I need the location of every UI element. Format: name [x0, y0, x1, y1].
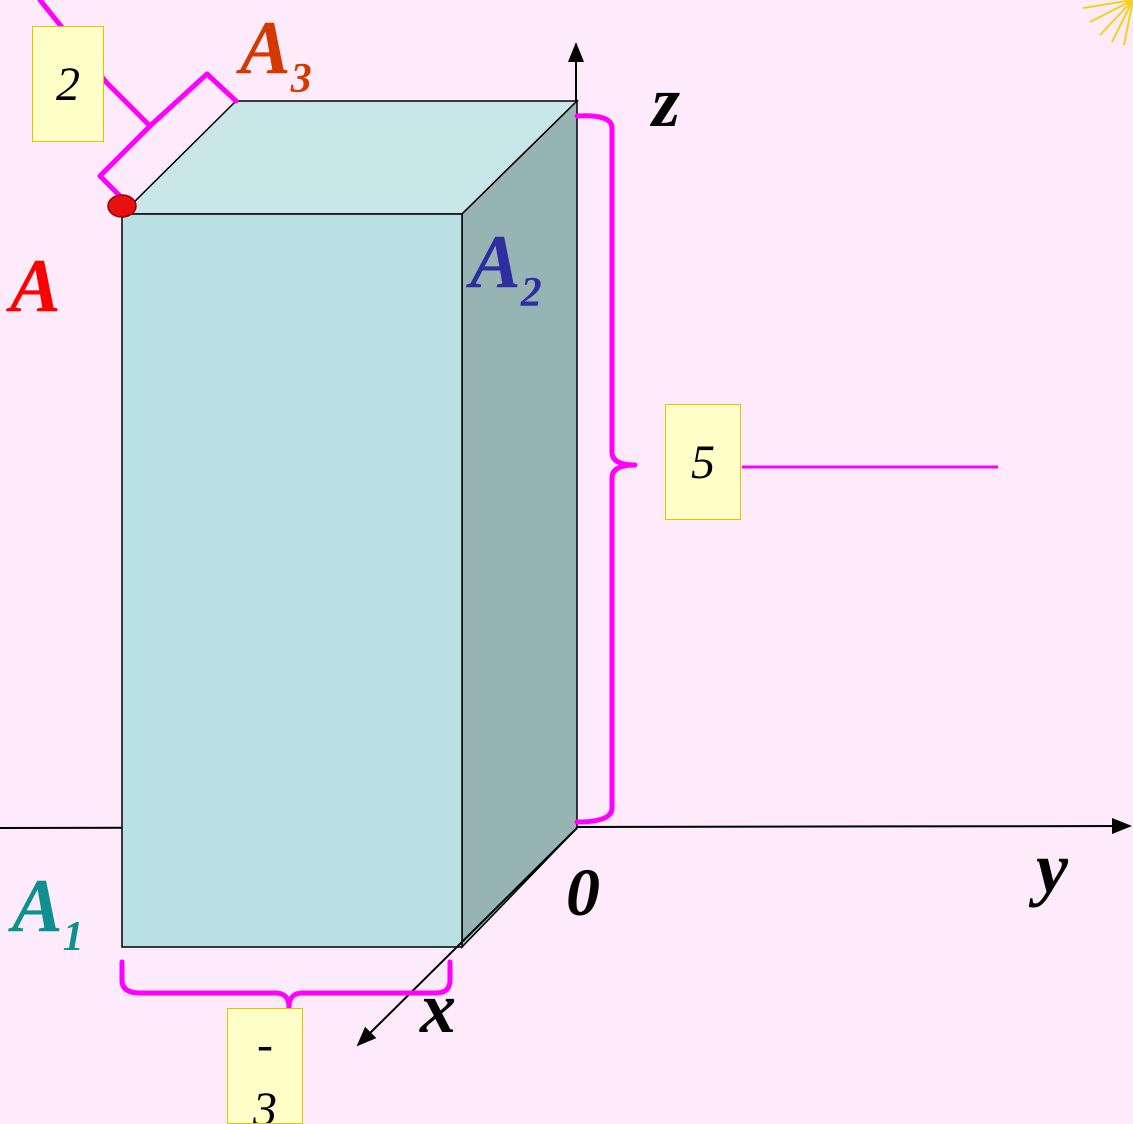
- label-A1: A1: [12, 864, 84, 960]
- axis-label-y: y: [1036, 828, 1068, 908]
- axis-label-z: z: [652, 62, 681, 142]
- axis-label-x: x: [420, 968, 456, 1048]
- origin-label: 0: [566, 854, 600, 930]
- point-A-marker: [107, 194, 137, 218]
- x-dimension-box: - 3: [227, 1008, 303, 1124]
- label-A3: A3: [240, 6, 312, 102]
- sun-decoration: [1082, 0, 1133, 46]
- label-A2: A2: [470, 220, 542, 316]
- x-axis-line: [356, 827, 578, 1047]
- z-dimension-box: 5: [665, 404, 741, 520]
- x-dimension-brace: [119, 959, 453, 1010]
- box-front-face: [121, 213, 463, 948]
- y-dimension-box: 2: [32, 26, 104, 142]
- z-dimension-brace: [574, 113, 638, 825]
- label-A: A: [10, 244, 61, 328]
